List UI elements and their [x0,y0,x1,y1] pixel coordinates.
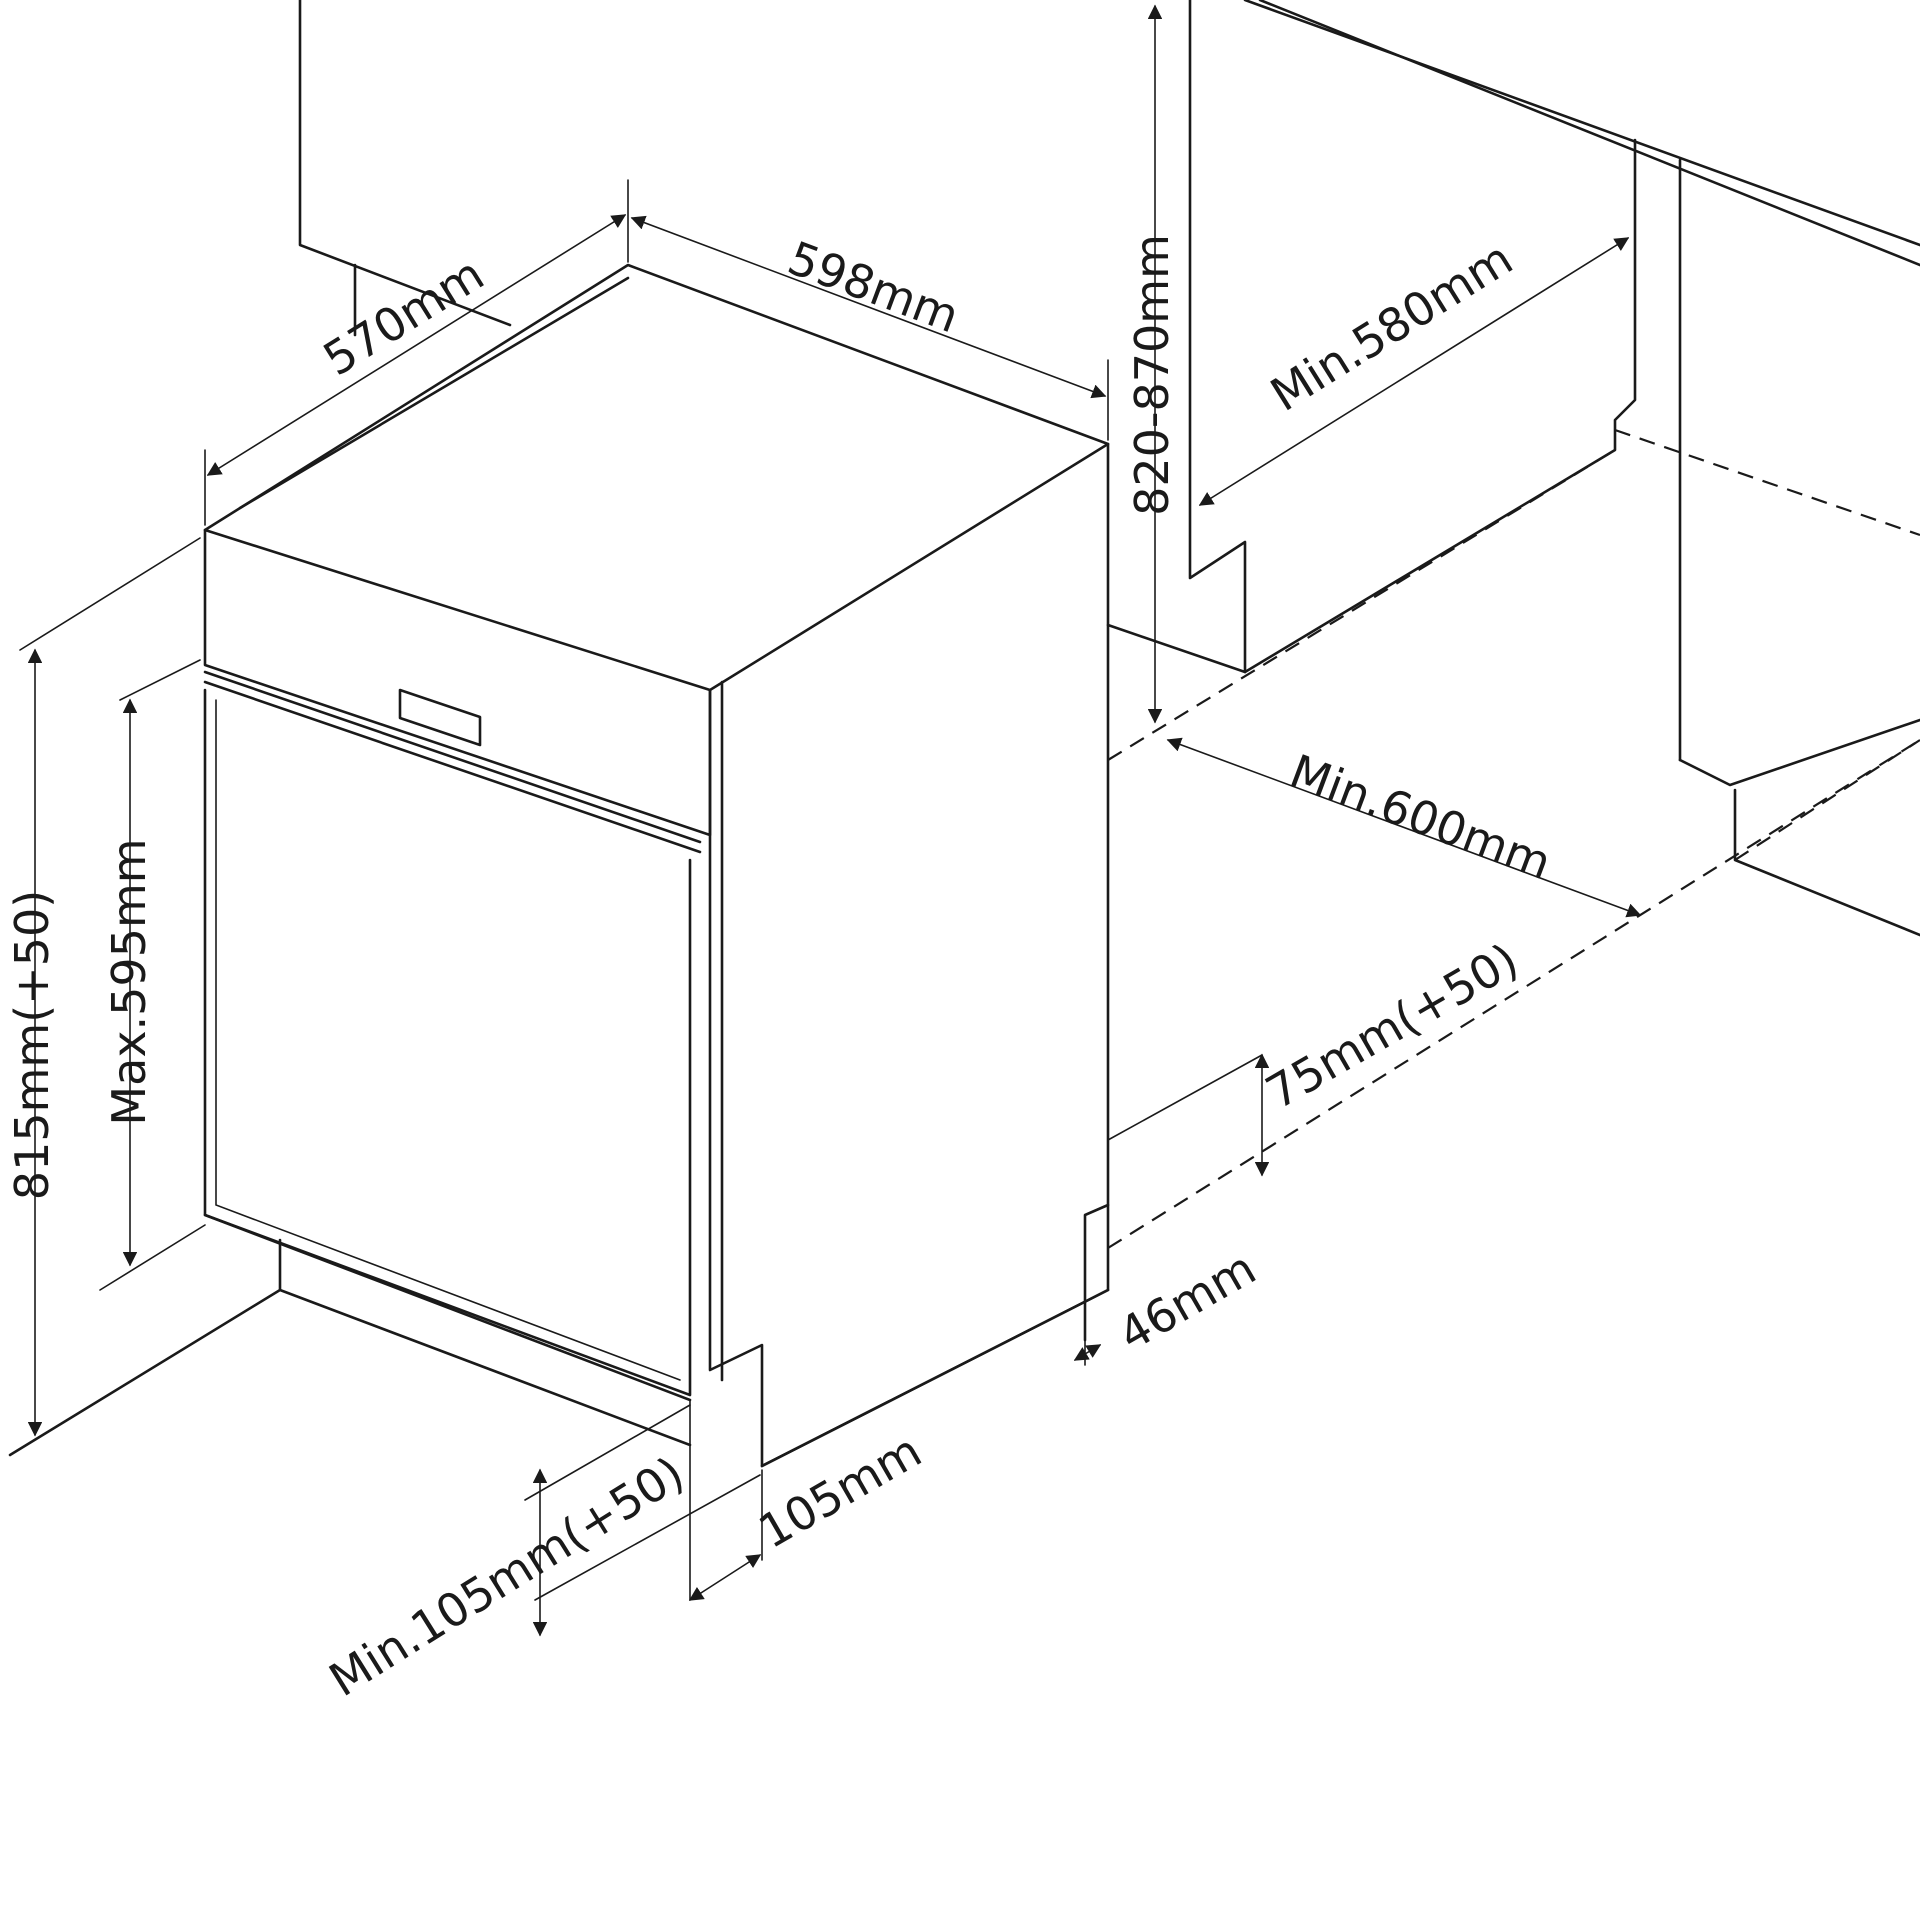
dishwasher [203,263,1110,1468]
label-niche-height: 820-870mm [1125,234,1179,516]
dishwasher-right-side [708,442,1110,1468]
dim-line-depth [206,214,627,476]
label-door-height: Max.595mm [102,838,156,1125]
door-inner-edge [215,699,681,1381]
floor-line-3 [1107,739,1920,1249]
right-cabinet [1678,718,1920,787]
dim-line-niche-depth [1198,237,1630,506]
dim-ext-door-bottom [99,1224,206,1291]
label-plinth-rear: 75mm(+50) [1257,932,1527,1119]
dim-ext-plinth-front-bottom [534,1474,761,1601]
floor-left [8,1288,282,1457]
label-niche-depth: Min.580mm [1261,231,1522,422]
floor-line-4 [1734,739,1920,861]
floor-line-1 [1107,449,1616,761]
floor-front [760,1288,1110,1468]
dimension-lines [19,4,1642,1637]
dim-line-plinth-offset [1073,1344,1102,1361]
dim-line-foot-depth [688,1554,762,1601]
dim-ext-height-top [19,537,201,651]
label-plinth-offset: 46mm [1109,1241,1264,1362]
label-plinth-front: Min.105mm(+50) [320,1446,693,1707]
dim-ext-plinth-front-top [524,1404,691,1501]
control-panel-lower-edge [203,670,702,844]
display-window [398,688,482,747]
kitchen-cabinets [8,0,1920,1468]
dim-ext-door-top [119,659,201,701]
dim-ext-plinth-rear-top [1107,1054,1263,1141]
right-cabinet-base [1733,788,1920,937]
door-bottom [203,1213,692,1402]
label-width: 598mm [781,231,966,344]
dim-line-width [630,215,1107,399]
label-foot-depth: 105mm [750,1423,931,1558]
label-niche-width: Min.600mm [1283,744,1558,890]
worktop [1243,0,1920,247]
dishwasher-door [203,688,692,1397]
dim-line-niche-width [1166,737,1642,918]
control-panel [203,528,712,837]
control-panel-lower-edge-2 [203,680,702,854]
label-height: 815mm(+50) [5,890,59,1200]
plinth-block [1083,1203,1110,1342]
dimension-labels: 570mm 598mm 820-870mm Min.580mm Min.600m… [5,231,1558,1707]
kick-plate [278,1238,692,1447]
worktop-lower [1258,0,1920,267]
floor-line-2 [1614,428,1920,537]
niche-left-wall [1106,0,1247,674]
